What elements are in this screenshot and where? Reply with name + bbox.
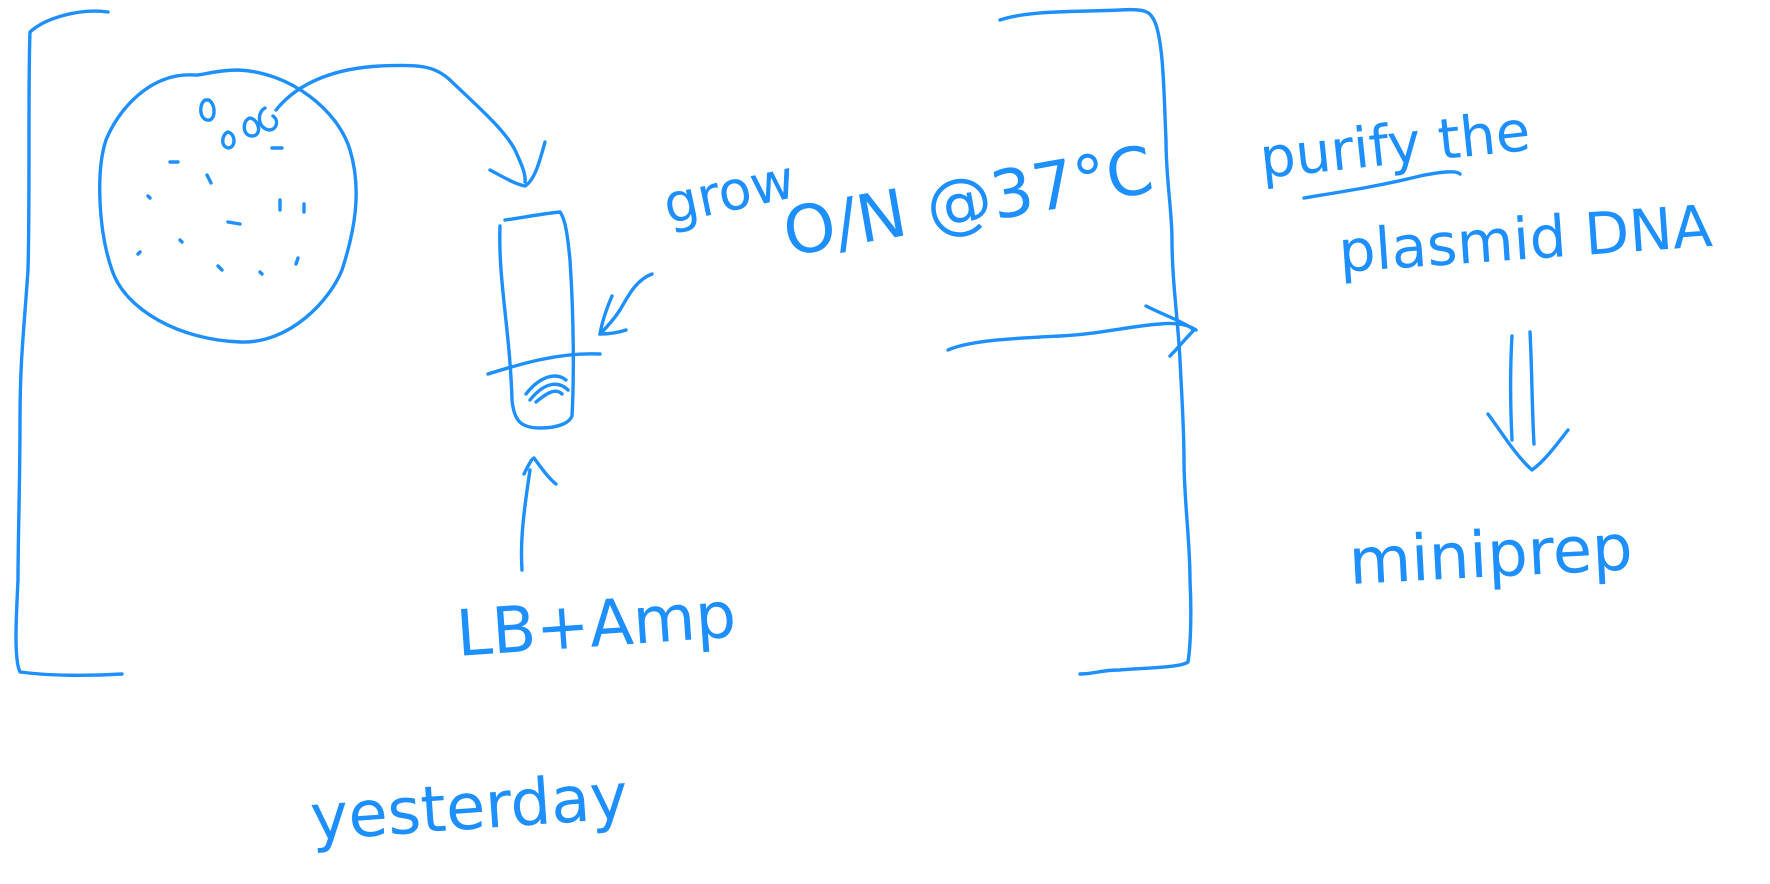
grow-pointer-arrow [598, 272, 654, 336]
colony-dots [136, 98, 306, 276]
to-miniprep-arrow [1486, 330, 1570, 472]
pick-colony-arrow [274, 63, 547, 188]
miniprep-label: miniprep [1347, 511, 1634, 600]
left-bracket [14, 9, 124, 677]
overnight-temp-label: O/N @37°C [777, 131, 1158, 272]
medium-label: LB+Amp [454, 579, 738, 672]
grow-label: grow [658, 148, 801, 237]
petri-dish-illustration [98, 68, 358, 344]
right-bracket [998, 7, 1193, 676]
culture-tube [486, 210, 602, 430]
medium-pointer-arrow [519, 456, 558, 572]
purify-label-line1: purify the [1257, 99, 1534, 192]
purify-underline [1302, 170, 1462, 200]
to-purify-arrow [946, 304, 1198, 358]
purify-label-line2: plasmid DNA [1336, 192, 1714, 286]
yesterday-label: yesterday [308, 760, 630, 856]
